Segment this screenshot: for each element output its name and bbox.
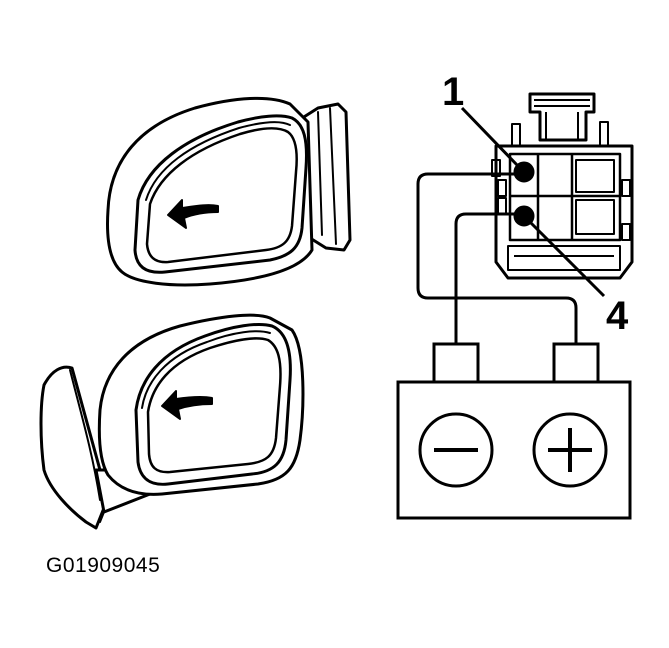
lead-positive [416, 172, 578, 344]
mirror-upper-glass [145, 127, 298, 264]
figure-id: G01909045 [46, 554, 161, 577]
mirror-lower-glass [146, 337, 282, 474]
arrow-left-icon [167, 199, 219, 229]
callout-leaders [460, 106, 606, 298]
mirror-upper-frame [133, 114, 308, 274]
leader-1 [460, 106, 520, 168]
lead-negative [454, 212, 516, 344]
callout-1: 1 [442, 70, 465, 114]
mirror-lower-base [39, 365, 106, 530]
battery-terminal-negative [432, 342, 480, 384]
mirror-lower-frame [134, 322, 292, 486]
battery-icon [396, 342, 632, 520]
test-leads [416, 172, 578, 344]
mirror-lower-illustration [39, 313, 305, 530]
terminal-4 [513, 205, 535, 227]
leader-4 [528, 220, 606, 298]
arrow-left-icon [161, 390, 213, 420]
battery-terminal-positive [552, 342, 600, 384]
mirror-connector [491, 92, 634, 280]
mirror-upper-illustration [106, 96, 352, 287]
terminal-1 [513, 161, 535, 183]
callout-4: 4 [606, 294, 629, 338]
